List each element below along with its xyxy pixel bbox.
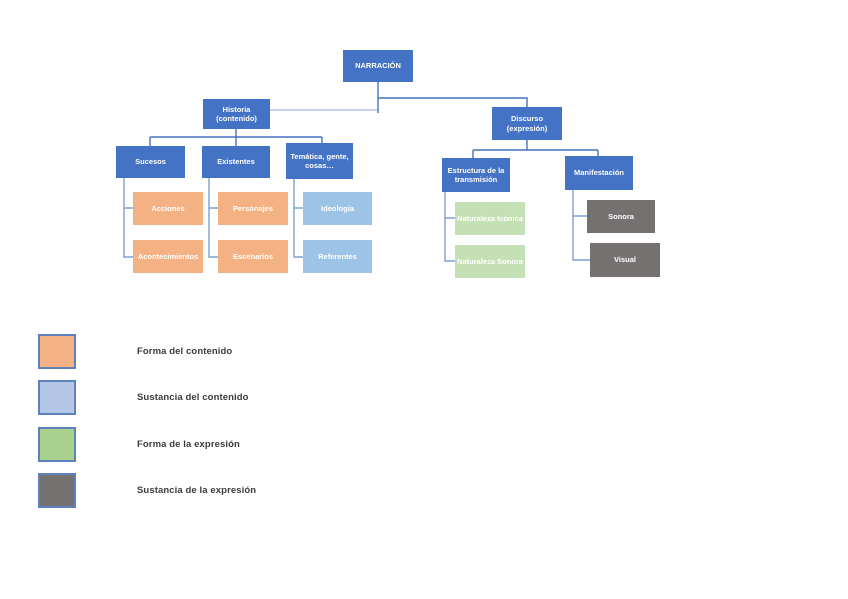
- node-tematica: Temática, gente, cosas…: [286, 143, 353, 179]
- node-personajes: Personajes: [218, 192, 288, 225]
- node-acontecimientos: Acontecimientos: [133, 240, 203, 273]
- legend-item: Forma del contenido: [38, 334, 232, 369]
- node-naturaleza-iconica: Naturaleza Icónica: [455, 202, 525, 235]
- legend-item: Sustancia del contenido: [38, 380, 249, 415]
- node-ideologia: Ideología: [303, 192, 372, 225]
- legend-label: Forma del contenido: [137, 346, 233, 357]
- legend-label: Sustancia del contenido: [137, 392, 249, 403]
- node-historia: Historia (contenido): [203, 99, 270, 129]
- node-visual: Visual: [590, 243, 660, 277]
- node-manifestacion: Manifestación: [565, 156, 633, 190]
- legend-label: Sustancia de la expresión: [137, 485, 257, 496]
- legend-swatch-sustancia-expresion: [38, 473, 76, 508]
- discurso-children-connectors: [472, 140, 599, 158]
- node-acciones: Acciones: [133, 192, 203, 225]
- node-estructura-transmision: Estructura de la transmisión: [442, 158, 510, 192]
- legend-swatch-sustancia-contenido: [38, 380, 76, 415]
- node-discurso: Discurso (expresión): [492, 107, 562, 140]
- node-escenarios: Escenarios: [218, 240, 288, 273]
- legend-item: Sustancia de la expresión: [38, 473, 256, 508]
- historia-children-connectors: [149, 129, 323, 146]
- root-connectors: [377, 82, 528, 113]
- legend-label: Forma de la expresión: [137, 439, 240, 450]
- node-referentes: Referentes: [303, 240, 372, 273]
- node-narracion: NARRACIÓN: [343, 50, 413, 82]
- legend-swatch-forma-expresion: [38, 427, 76, 462]
- node-existentes: Existentes: [202, 146, 270, 178]
- node-naturaleza-sonora: Naturaleza Sonora: [455, 245, 525, 278]
- node-sonora: Sonora: [587, 200, 655, 233]
- legend-swatch-forma-contenido: [38, 334, 76, 369]
- node-sucesos: Sucesos: [116, 146, 185, 178]
- legend-item: Forma de la expresión: [38, 427, 240, 462]
- leaf-connectors: [123, 178, 590, 262]
